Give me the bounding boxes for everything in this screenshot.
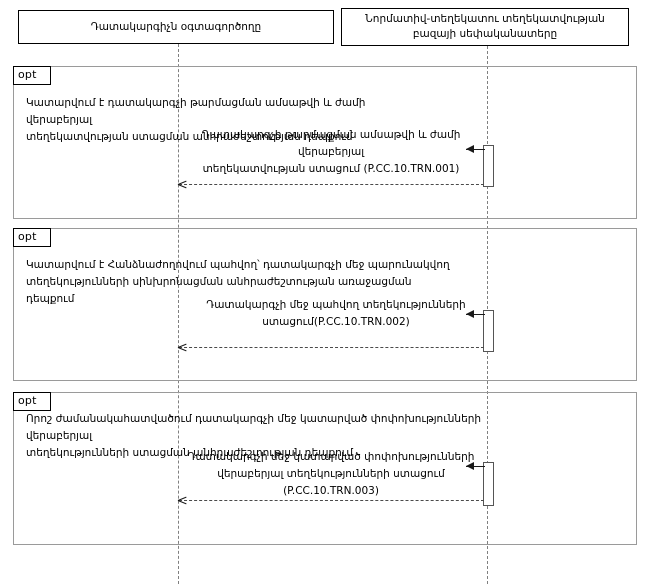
message-label-1: Դատակարգչի թարմացման ամսաթվի և ժամի վերա… <box>201 129 461 175</box>
lifeline-user <box>178 44 179 584</box>
reply-arrow-2 <box>179 347 484 348</box>
message-arrowhead-3 <box>466 462 474 470</box>
participant-header-owner[interactable]: Նորմատիվ-տեղեկատու տեղեկատվության բազայի… <box>341 8 629 46</box>
participant-name-user: Դատակարգիչն օգտագործողը <box>90 20 262 33</box>
reply-arrowhead-1 <box>178 180 186 188</box>
activation-bar-owner-1 <box>483 145 494 187</box>
opt-fragment-1 <box>13 66 637 219</box>
opt-fragment-3-operator: opt <box>13 392 51 411</box>
opt-fragment-1-operator: opt <box>13 66 51 85</box>
message-arrow-3 <box>466 466 485 467</box>
message-arrowhead-1 <box>466 145 474 153</box>
opt-fragment-3 <box>13 392 637 545</box>
message-arrow-1 <box>466 149 485 150</box>
opt-fragment-2-operator: opt <box>13 228 51 247</box>
message-arrowhead-2 <box>466 310 474 318</box>
opt-fragment-1-guard: Կատարվում է դատակարգչի թարմացման ամսաթվի… <box>26 97 366 143</box>
participant-header-user[interactable]: Դատակարգիչն օգտագործողը <box>18 10 334 44</box>
activation-bar-owner-3 <box>483 462 494 506</box>
reply-arrow-1 <box>179 184 484 185</box>
reply-arrowhead-2 <box>178 343 186 351</box>
message-label-3: Դատակարգչի մեջ կատարված փոփոխությունների… <box>187 451 475 497</box>
reply-arrow-3 <box>179 500 484 501</box>
opt-fragment-3-guard: Որոշ ժամանակահատվածում դատակարգչի մեջ կա… <box>26 413 482 459</box>
reply-arrowhead-3 <box>178 496 186 504</box>
opt-fragment-2-guard: Կատարվում է Հանձնաժողովում պահվող՝ դատակ… <box>26 259 450 305</box>
opt-fragment-2 <box>13 228 637 381</box>
participant-name-owner: Նորմատիվ-տեղեկատու տեղեկատվության բազայի… <box>365 13 605 40</box>
message-label-2: Դատակարգչի մեջ պահվող տեղեկությունների ս… <box>206 299 466 328</box>
activation-bar-owner-2 <box>483 310 494 352</box>
message-arrow-2 <box>466 314 485 315</box>
